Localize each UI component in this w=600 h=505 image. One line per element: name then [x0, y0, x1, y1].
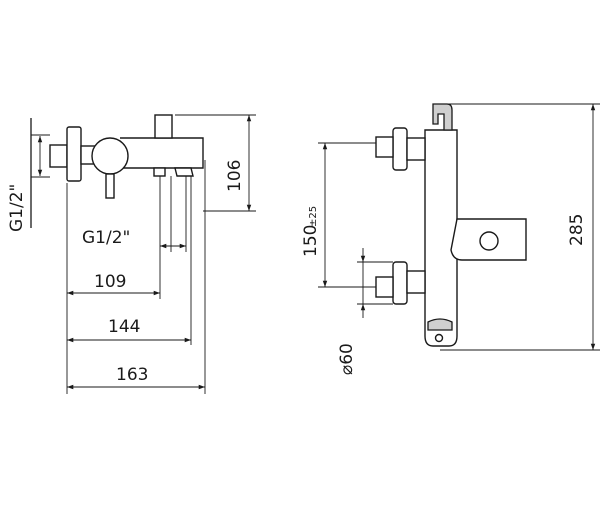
dim-109-label: 109 — [94, 272, 126, 292]
wall-flange — [66, 126, 82, 182]
inlet-thread-label: G1/2" — [7, 184, 27, 232]
inlet-connector — [49, 144, 68, 168]
upper-flange — [392, 127, 408, 171]
front-view: 150 ±25 ⌀60 285 — [301, 103, 600, 375]
inlet-spacing-label: 150 — [301, 225, 321, 257]
valve-rod — [105, 173, 115, 199]
outlet-thread-label: G1/2" — [82, 228, 130, 248]
inlet-spacing-tolerance: ±25 — [308, 206, 319, 227]
spout-outlet — [153, 167, 166, 177]
lower-flange — [392, 261, 408, 305]
dim-163-label: 163 — [116, 365, 148, 385]
outlet-hole — [434, 333, 444, 343]
height-106-label: 106 — [225, 160, 245, 192]
diameter-label: ⌀60 — [337, 343, 357, 375]
side-view: G1/2" 106 G1/2" 109 144 163 — [7, 114, 256, 394]
mixer-lever — [154, 114, 173, 139]
diverter-outlet — [174, 167, 194, 177]
lower-nozzle — [427, 318, 453, 331]
lower-nut — [406, 270, 426, 294]
mixer-body-front — [424, 129, 458, 347]
mixer-body — [120, 137, 204, 169]
dim-144-label: 144 — [108, 317, 140, 337]
spout-outlet-front — [479, 231, 499, 251]
upper-nut — [406, 137, 426, 161]
shower-hook — [432, 103, 453, 131]
total-height-label: 285 — [567, 214, 587, 246]
lower-inlet — [375, 276, 394, 298]
mixer-knob — [91, 137, 129, 175]
upper-inlet — [375, 136, 394, 158]
